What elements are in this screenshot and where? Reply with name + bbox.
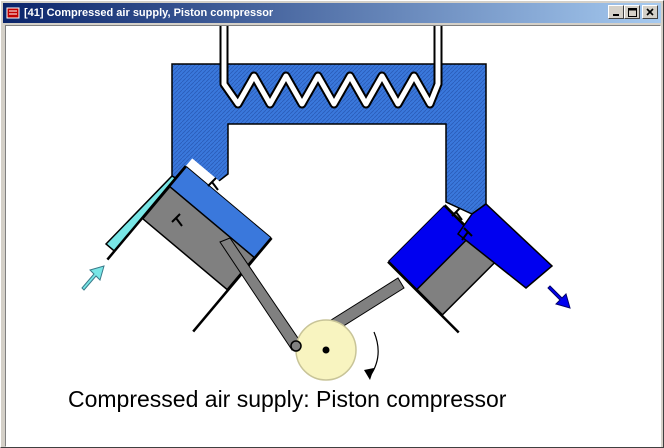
minimize-icon <box>613 14 619 16</box>
valves <box>171 177 473 241</box>
window-title: [41] Compressed air supply, Piston compr… <box>24 7 274 19</box>
title-bar[interactable]: [41] Compressed air supply, Piston compr… <box>3 3 661 23</box>
maximize-button[interactable] <box>624 5 640 19</box>
window-controls <box>608 5 658 19</box>
high-pressure-cylinder <box>383 200 517 334</box>
outlet-arrow-icon <box>547 285 571 309</box>
app-icon[interactable] <box>6 6 20 20</box>
intercooler-duct <box>171 26 487 215</box>
low-pressure-cylinder <box>106 158 279 333</box>
minimize-button[interactable] <box>608 5 624 19</box>
close-button[interactable] <box>642 5 658 19</box>
air-outlet-pipe <box>456 203 554 289</box>
animation-canvas: Compressed air supply: Piston compressor <box>5 25 661 447</box>
diagram-caption: Compressed air supply: Piston compressor <box>68 386 507 412</box>
inlet-arrow-icon <box>81 265 105 291</box>
compressor-diagram <box>81 26 571 381</box>
close-icon <box>646 8 654 16</box>
crankshaft <box>290 319 357 381</box>
maximize-icon <box>627 7 637 17</box>
rotation-arrowhead-icon <box>364 368 374 380</box>
